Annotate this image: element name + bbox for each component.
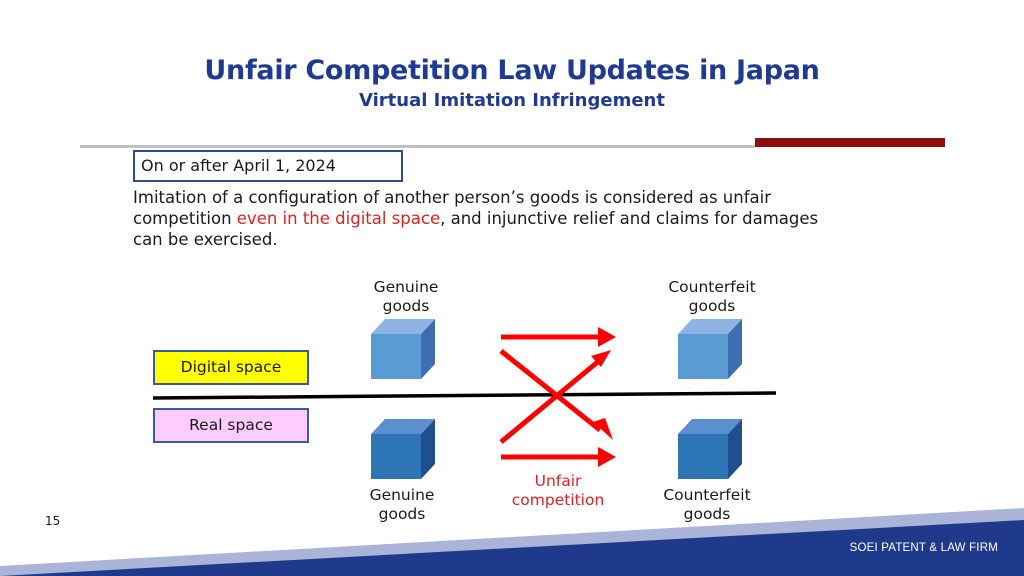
description-text: Imitation of a configuration of another … xyxy=(133,187,833,250)
real-genuine-goods-cube xyxy=(371,419,435,479)
real-space-box: Real space xyxy=(153,408,309,443)
label-line: Genuine xyxy=(369,486,435,504)
description-part1: Imitation of a configuration of another … xyxy=(133,188,771,228)
description-part2: , and injunctive relief and claims for d… xyxy=(133,209,819,249)
label-line: goods xyxy=(683,505,731,523)
page-title: Unfair Competition Law Updates in Japan xyxy=(204,55,820,86)
label-line: goods xyxy=(378,505,426,523)
firm-name: SOEI PATENT & LAW FIRM xyxy=(849,542,998,554)
footer-swoosh-navy xyxy=(0,520,1024,576)
unfair-competition-arrows xyxy=(499,327,616,467)
date-box: On or after April 1, 2024 xyxy=(133,150,403,182)
digital-space-box: Digital space xyxy=(153,350,309,385)
label-digital-counterfeit: Counterfeit goods xyxy=(652,278,772,316)
label-line: competition xyxy=(511,491,605,509)
real-counterfeit-goods-cube xyxy=(678,419,742,479)
page-subtitle: Virtual Imitation Infringement xyxy=(359,90,665,111)
digital-counterfeit-goods-cube xyxy=(678,319,742,379)
unfair-competition-label: Unfair competition xyxy=(498,472,618,510)
label-real-counterfeit: Counterfeit goods xyxy=(647,486,767,524)
label-line: goods xyxy=(382,297,430,315)
description-highlight: even in the digital space xyxy=(236,209,441,228)
label-line: Counterfeit xyxy=(663,486,751,504)
page-number: 15 xyxy=(45,514,61,528)
header-divider xyxy=(80,145,755,148)
label-line: goods xyxy=(688,297,736,315)
label-line: Counterfeit xyxy=(668,278,756,296)
space-divider-line xyxy=(152,391,777,400)
label-line: Genuine xyxy=(373,278,439,296)
label-line: Unfair xyxy=(534,472,582,490)
label-digital-genuine: Genuine goods xyxy=(356,278,456,316)
label-real-genuine: Genuine goods xyxy=(352,486,452,524)
digital-genuine-goods-cube xyxy=(371,319,435,379)
header-accent-bar xyxy=(755,138,945,147)
